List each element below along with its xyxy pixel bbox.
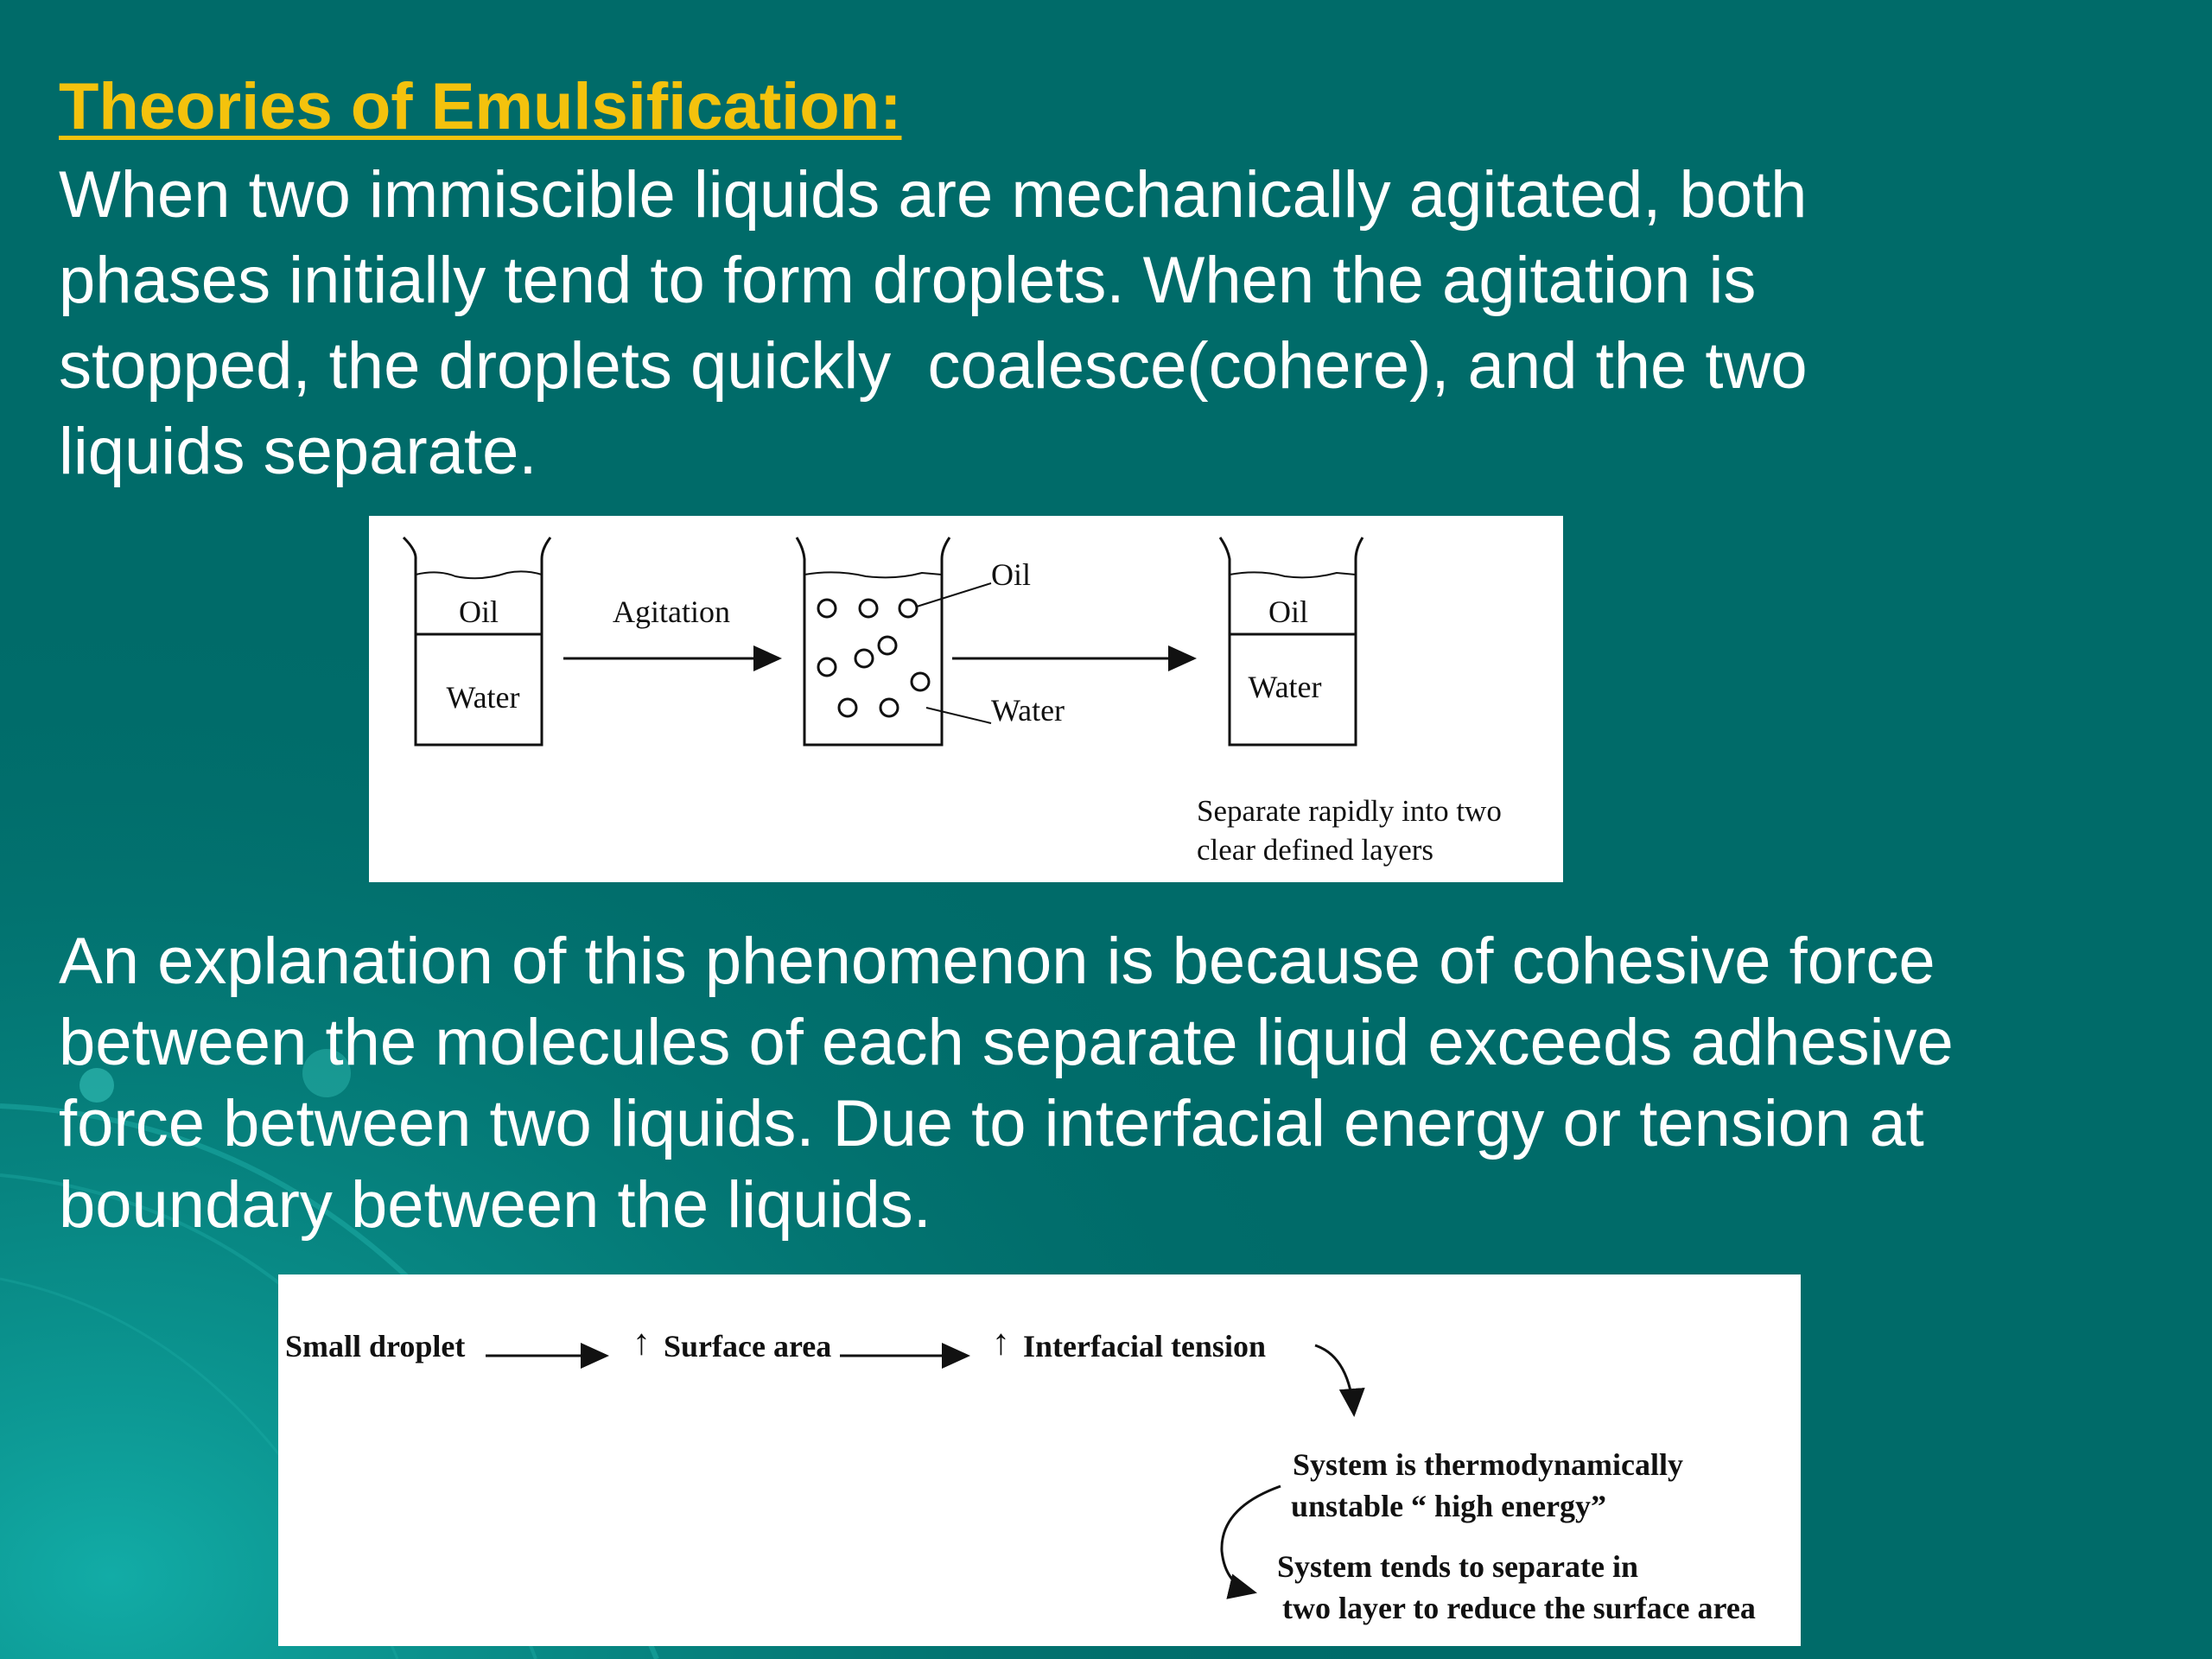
energy-flow-diagram: Small droplet ↑ Surface area ↑ Interfaci… (278, 1274, 1801, 1646)
beaker1-water-label: Water (446, 680, 519, 715)
beaker-separated-after: Oil Water (1218, 537, 1364, 747)
step-interfacial-tension: Interfacial tension (1023, 1329, 1266, 1363)
agitation-label: Agitation (613, 594, 730, 629)
beaker3-water-label: Water (1248, 670, 1321, 704)
paragraph-line: stopped, the droplets quickly coalesce(c… (59, 329, 1808, 403)
paragraph-line: phases initially tend to form droplets. … (59, 244, 1757, 317)
slide-title: Theories of Emulsification: (59, 70, 902, 143)
beaker3-oil-label: Oil (1268, 594, 1308, 629)
step-unstable-line1: System is thermodynamically (1293, 1447, 1683, 1482)
diagram1-caption-line2: clear defined layers (1197, 833, 1433, 867)
paragraph-line: between the molecules of each separate l… (59, 1006, 1954, 1079)
beaker-agitated: Oil Water (795, 537, 1065, 747)
paragraph-line: boundary between the liquids. (59, 1168, 931, 1242)
up-arrow-glyph: ↑ (632, 1323, 651, 1363)
intro-paragraph: When two immiscible liquids are mechanic… (59, 152, 2133, 494)
step-separate-line2: two layer to reduce the surface area (1282, 1591, 1756, 1625)
diagram1-caption-line1: Separate rapidly into two (1197, 794, 1502, 828)
curved-down-arrow (1314, 1344, 1365, 1417)
step-separate-line1: System tends to separate in (1277, 1549, 1638, 1584)
up-arrow-glyph: ↑ (992, 1323, 1010, 1363)
beaker-separated-before: Oil Water (402, 536, 552, 747)
step-unstable-line2: unstable “ high energy” (1291, 1489, 1606, 1523)
explanation-paragraph: An explanation of this phenomenon is bec… (59, 921, 2133, 1246)
beaker2-oil-label: Oil (991, 557, 1031, 592)
paragraph-line: liquids separate. (59, 415, 537, 488)
agitation-arrow: Agitation (563, 594, 782, 671)
droplets (817, 598, 931, 718)
beaker2-water-label: Water (991, 693, 1065, 728)
agitation-diagram: Oil Water Agitation Oi (369, 516, 1563, 882)
paragraph-line: force between two liquids. Due to interf… (59, 1087, 1924, 1160)
step-small-droplet: Small droplet (285, 1329, 465, 1363)
beaker1-oil-label: Oil (459, 594, 499, 629)
step-surface-area: Surface area (664, 1329, 831, 1363)
paragraph-line: An explanation of this phenomenon is bec… (59, 925, 1936, 998)
curved-return-arrow (1220, 1484, 1281, 1599)
paragraph-line: When two immiscible liquids are mechanic… (59, 158, 1808, 232)
